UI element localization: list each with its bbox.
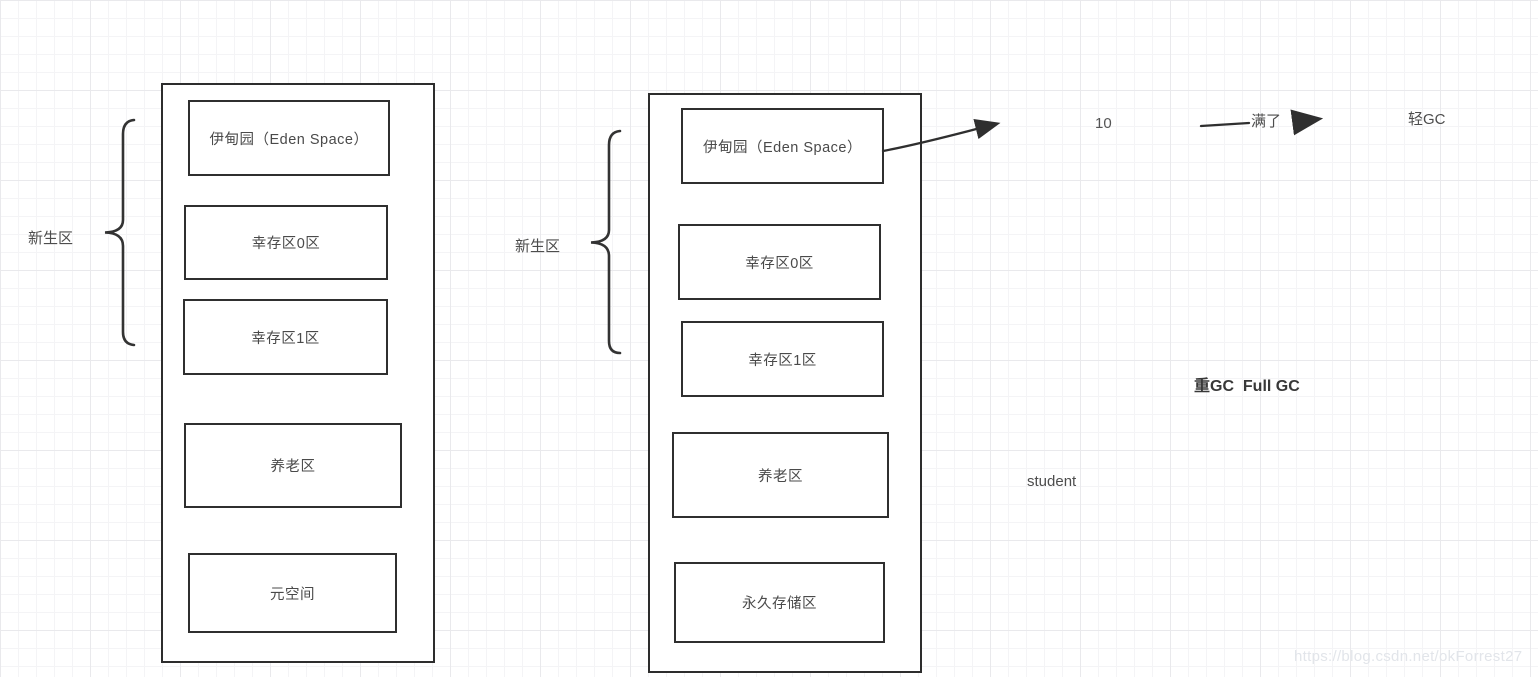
survivor0-box-left: 幸存区0区 bbox=[184, 205, 388, 280]
watermark-text: https://blog.csdn.net/okForrest27 bbox=[1294, 648, 1523, 665]
survivor0-box-middle: 幸存区0区 bbox=[678, 224, 881, 300]
survivor1-box-left: 幸存区1区 bbox=[183, 299, 388, 375]
age-count-label: 10 bbox=[1095, 115, 1112, 132]
newgen-label-middle: 新生区 bbox=[515, 238, 561, 255]
eden-space-label-middle: 伊甸园（Eden Space） bbox=[702, 139, 862, 156]
permanent-box-middle: 永久存储区 bbox=[674, 562, 885, 643]
survivor1-label-left: 幸存区1区 bbox=[251, 330, 320, 347]
student-label: student bbox=[1027, 473, 1077, 490]
survivor1-box-middle: 幸存区1区 bbox=[681, 321, 884, 397]
full-arrow-head-segment bbox=[1290, 109, 1324, 136]
metaspace-box-left: 元空间 bbox=[188, 553, 397, 633]
tenured-box-middle: 养老区 bbox=[672, 432, 889, 518]
newgen-label-left: 新生区 bbox=[28, 230, 74, 247]
tenured-label-middle: 养老区 bbox=[758, 468, 803, 485]
tenured-label-left: 养老区 bbox=[270, 459, 316, 475]
permanent-label-middle: 永久存储区 bbox=[742, 596, 817, 612]
tenured-box-left: 养老区 bbox=[184, 423, 402, 508]
minor-gc-label: 轻GC bbox=[1408, 111, 1446, 128]
survivor0-label-middle: 幸存区0区 bbox=[745, 255, 814, 272]
full-label: 满了 bbox=[1251, 113, 1282, 130]
eden-space-label-left: 伊甸园（Eden Space） bbox=[209, 131, 369, 148]
metaspace-label-left: 元空间 bbox=[270, 586, 315, 603]
newgen-brace-middle bbox=[590, 129, 622, 355]
major-gc-label: 重GC Full GC bbox=[1194, 378, 1300, 395]
survivor1-label-middle: 幸存区1区 bbox=[748, 352, 817, 369]
eden-space-box-left: 伊甸园（Eden Space） bbox=[188, 100, 390, 176]
newgen-brace-left bbox=[104, 118, 136, 347]
survivor0-label-left: 幸存区0区 bbox=[251, 236, 321, 252]
eden-space-box-middle: 伊甸园（Eden Space） bbox=[681, 108, 884, 184]
full-arrow-left-segment bbox=[1199, 121, 1251, 128]
